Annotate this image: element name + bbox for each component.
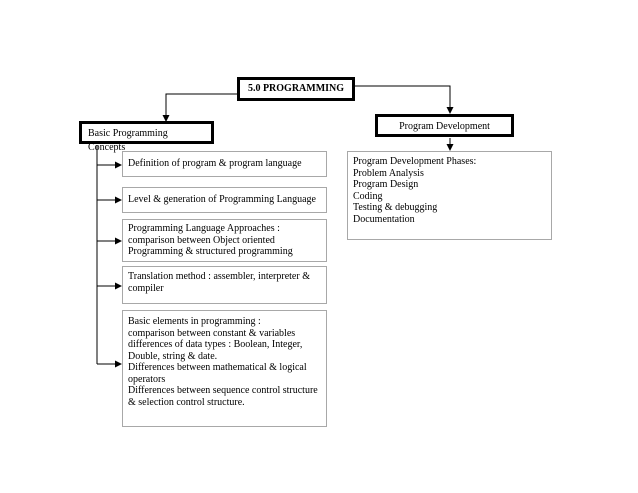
- concept-line: Translation method : assembler, interpre…: [128, 271, 310, 282]
- concept-line: Double, string & date.: [128, 350, 218, 362]
- main-title-box: 5.0 PROGRAMMING: [237, 77, 355, 101]
- concept-line: differences of data types : Boolean, Int…: [128, 339, 303, 350]
- phase-line: Program Design: [353, 179, 419, 190]
- concept-line: Definition of program & program language: [128, 158, 302, 169]
- connector-main-to-right: [355, 85, 454, 114]
- concept-box-definition: Definition of program & program language: [122, 151, 327, 177]
- concept-line: comparison between constant & variables: [128, 327, 296, 339]
- left-heading-box: Basic Programming Concepts: [79, 121, 214, 153]
- concept-line: Differences between mathematical & logic…: [128, 362, 307, 373]
- concept-box-level-generation: Level & generation of Programming Langua…: [122, 187, 327, 213]
- left-heading: Basic Programming Concepts: [88, 128, 168, 153]
- concept-box-translation: Translation method : assembler, interpre…: [122, 266, 327, 304]
- concept-line: compiler: [128, 282, 164, 294]
- concept-line: Level & generation of Programming Langua…: [128, 194, 316, 205]
- concept-line: & selection control structure.: [128, 396, 245, 408]
- concept-line: operators: [128, 373, 166, 385]
- right-heading: Program Development: [399, 121, 490, 132]
- phase-line: Documentation: [353, 213, 415, 225]
- connector-main-to-left: [162, 93, 237, 122]
- concept-line: Basic elements in programming :: [128, 316, 261, 327]
- phase-line: Problem Analysis: [353, 167, 424, 179]
- concept-box-basic-elements: Basic elements in programming : comparis…: [122, 310, 327, 427]
- concept-box-approaches: Programming Language Approaches : compar…: [122, 219, 327, 262]
- phase-line: Testing & debugging: [353, 202, 438, 213]
- concept-line: Programming & structured programming: [128, 246, 293, 257]
- development-phases-box: Program Development Phases: Problem Anal…: [347, 151, 552, 240]
- phase-line: Coding: [353, 190, 383, 202]
- main-title: 5.0 PROGRAMMING: [247, 83, 345, 94]
- concept-line: Programming Language Approaches :: [128, 223, 280, 234]
- concept-line: comparison between Object oriented: [128, 234, 275, 246]
- phase-line: Program Development Phases:: [353, 156, 477, 167]
- right-heading-box: Program Development: [375, 114, 514, 137]
- concept-line: Differences between sequence control str…: [128, 385, 318, 396]
